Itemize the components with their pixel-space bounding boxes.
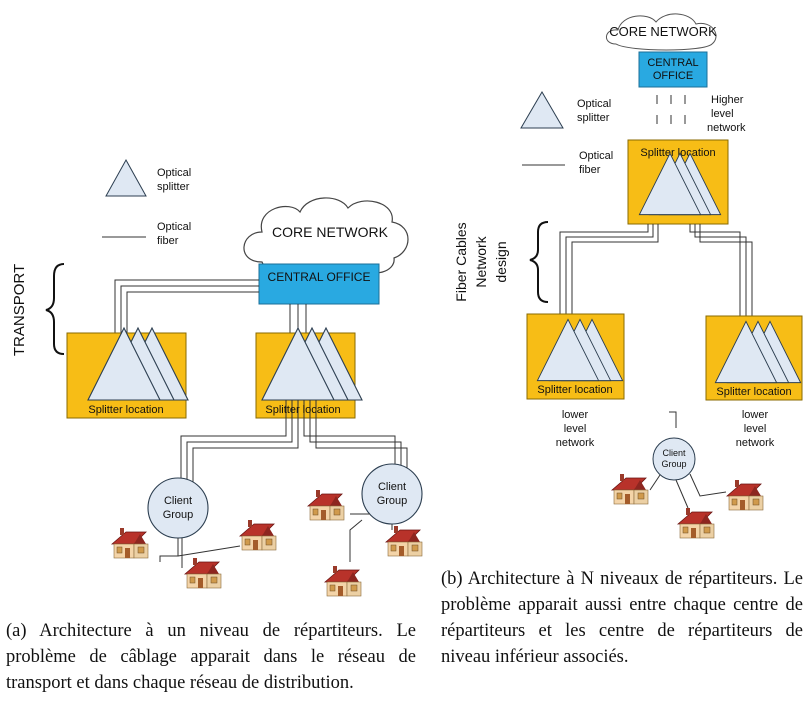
house-icon xyxy=(111,527,149,559)
client-group-2-line1: Client xyxy=(378,481,406,493)
optical-splitter-legend-icon xyxy=(105,158,147,197)
client-group-2 xyxy=(361,463,423,525)
legend-fiber-line1: Optical xyxy=(157,221,191,233)
house-icon xyxy=(184,557,222,589)
client-group-2-line2: Group xyxy=(377,495,408,507)
core-network-label-a: CORE NETWORK xyxy=(272,224,389,240)
fiber-cables-b xyxy=(559,224,753,324)
panel-b: CORE NETWORK CENTRAL OFFICE Higher level… xyxy=(453,13,803,539)
higher-level-line3: network xyxy=(707,122,746,134)
client-group-2-links xyxy=(349,513,393,562)
house-icon xyxy=(239,519,277,551)
lower-right-line2: level xyxy=(744,423,767,435)
house-icon xyxy=(324,565,362,597)
legend-b-fiber-line2: fiber xyxy=(579,164,601,176)
client-group-1-line1: Client xyxy=(164,495,192,507)
legend-b-splitter-line1: Optical xyxy=(577,98,611,110)
legend-b-fiber-line1: Optical xyxy=(579,150,613,162)
client-group-b-line2: Group xyxy=(661,459,686,469)
lower-left-line2: level xyxy=(564,423,587,435)
side-label-line2: Network xyxy=(473,235,489,287)
client-group-b-links xyxy=(649,473,727,509)
house-icon xyxy=(307,489,345,521)
central-office-box-a xyxy=(258,263,380,305)
client-group-b-line1: Client xyxy=(662,448,686,458)
client-group-b-feed xyxy=(669,411,677,428)
lower-right-line3: network xyxy=(736,437,775,449)
fiber-cables-co-to-left xyxy=(114,279,259,340)
house-icon xyxy=(726,479,764,511)
side-label-line1: Fiber Cables xyxy=(453,222,469,301)
splitter-location-right-b-label: Splitter location xyxy=(716,386,791,398)
client-group-1-links xyxy=(159,538,241,568)
panel-a: Optical splitter Optical fiber CORE NETW… xyxy=(11,158,423,597)
central-office-label-a: CENTRAL OFFICE xyxy=(268,270,371,284)
transport-label: TRANSPORT xyxy=(11,264,28,356)
lower-left-line1: lower xyxy=(562,409,589,421)
lower-right-line1: lower xyxy=(742,409,769,421)
legend-a: Optical splitter Optical fiber xyxy=(102,158,191,247)
transport-brace xyxy=(45,263,65,355)
splitter-location-left-a-label: Splitter location xyxy=(88,404,163,416)
central-office-box-b xyxy=(638,51,708,88)
higher-level-line2: level xyxy=(711,108,734,120)
caption-a: (a) Architecture à un niveau de répartit… xyxy=(6,621,416,693)
core-network-label-b: CORE NETWORK xyxy=(609,24,717,39)
caption-b: (b) Architecture à N niveaux de répartit… xyxy=(441,569,803,667)
optical-splitter-legend-icon-b xyxy=(520,91,564,129)
splitter-location-left-b-label: Splitter location xyxy=(537,384,612,396)
house-icon xyxy=(677,507,715,539)
splitter-location-right-a-label: Splitter location xyxy=(265,404,340,416)
splitter-location-top-label: Splitter location xyxy=(640,147,715,159)
client-group-1-line2: Group xyxy=(163,509,194,521)
side-label-line3: design xyxy=(493,241,509,282)
client-group-1 xyxy=(147,477,209,539)
house-icon xyxy=(385,525,423,557)
client-group-b xyxy=(652,437,696,481)
higher-level-fibers xyxy=(656,95,686,124)
fiber-cables-brace xyxy=(529,221,549,303)
house-icon xyxy=(611,473,649,505)
higher-level-line1: Higher xyxy=(711,94,744,106)
central-office-line1: CENTRAL xyxy=(647,57,698,69)
central-office-line2: OFFICE xyxy=(653,70,693,82)
legend-fiber-line2: fiber xyxy=(157,235,179,247)
core-network-cloud-b xyxy=(606,13,717,51)
lower-left-line3: network xyxy=(556,437,595,449)
legend-b-splitter-line2: splitter xyxy=(577,112,610,124)
distribution-fibers-a xyxy=(180,400,408,482)
legend-splitter-line2: splitter xyxy=(157,181,190,193)
legend-splitter-line1: Optical xyxy=(157,167,191,179)
